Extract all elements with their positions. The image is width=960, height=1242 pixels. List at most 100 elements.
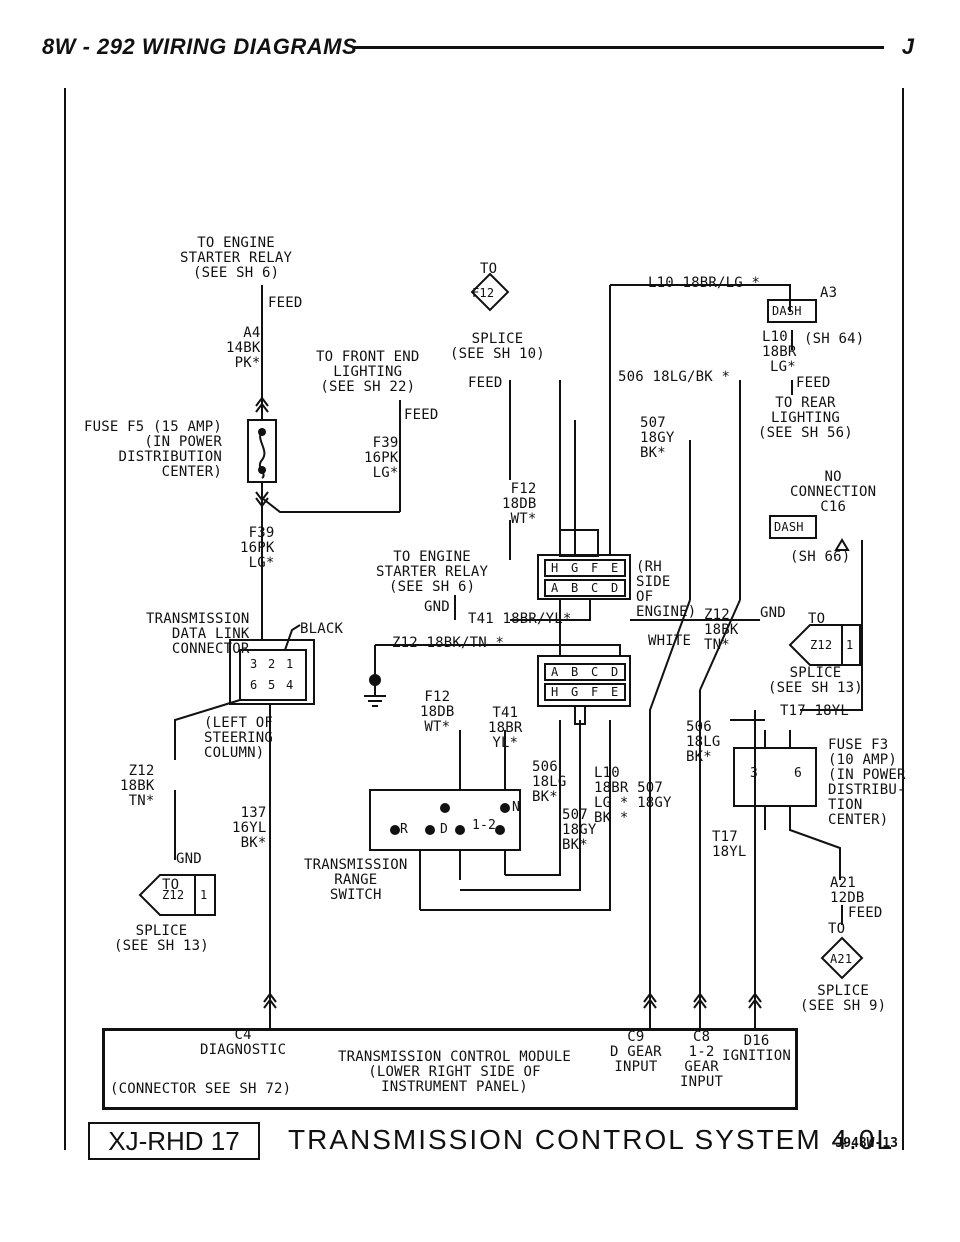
page-header: 8W - 292 WIRING DIAGRAMS J — [42, 30, 914, 64]
wire-f12-label: F12 18DB WT* — [502, 481, 537, 527]
diagram-code-badge: XJ-RHD 17 — [88, 1122, 260, 1160]
feed-label-a21: FEED — [848, 905, 883, 921]
conn-top-pin-e: E — [611, 561, 619, 575]
wire-a21-label: A21 12DB — [830, 875, 865, 906]
wire-f39-label-top: F39 16PK LG* — [364, 435, 399, 481]
conn-mid-pin-b: B — [571, 665, 579, 679]
wire-l10-sh64-label: L10 18BR — [762, 329, 797, 360]
wire-l10-top-label: L10 18BR/LG * — [648, 275, 761, 291]
tdl-pin-4: 4 — [286, 678, 294, 692]
wire-a4-label: A4 14BK PK* — [226, 325, 261, 371]
conn-mid-pin-d: D — [611, 665, 619, 679]
module-c4-diagnostic: C4 DIAGNOSTIC — [200, 1027, 287, 1058]
no-connection-c16: NO CONNECTION C16 — [790, 469, 877, 515]
tdl-pin-6: 6 — [250, 678, 258, 692]
to-label-f12: TO — [480, 261, 498, 277]
feed-label-rear: FEED — [796, 375, 831, 391]
wire-t41-label: T41 18BR/YL* — [468, 611, 572, 627]
page-footer: XJ-RHD 17 TRANSMISSION CONTROL SYSTEM 4.… — [88, 1122, 898, 1162]
module-title: TRANSMISSION CONTROL MODULE (LOWER RIGHT… — [338, 1049, 571, 1095]
module-d16-ignition: D16 IGNITION — [722, 1033, 792, 1064]
to-front-end-lighting: TO FRONT END LIGHTING (SEE SH 22) — [316, 349, 420, 395]
conn-top-pin-h: H — [551, 561, 559, 575]
tdl-pin-1: 1 — [286, 657, 294, 671]
diagram-frame — [64, 88, 904, 1150]
conn-top-pin-f: F — [591, 561, 599, 575]
wire-507-top-label: 507 18GY BK* — [640, 415, 675, 461]
wire-506-mid-label: 506 18LG BK* — [532, 759, 567, 805]
header-rule — [354, 46, 884, 49]
to-label-left: TO — [162, 877, 180, 893]
dash-c16-label: DASH — [774, 520, 804, 534]
section-letter: J — [901, 34, 914, 59]
feed-label-a4: FEED — [268, 295, 303, 311]
fuse-f3-label: FUSE F3 (10 AMP) (IN POWER DISTRIBU- TIO… — [828, 737, 906, 828]
wire-f12-bottom-label: F12 18DB WT* — [420, 689, 455, 735]
feed-label-f12: FEED — [468, 375, 503, 391]
lg-star-label: LG* — [770, 359, 796, 375]
transmission-data-link-connector: TRANSMISSION DATA LINK CONNECTOR — [146, 611, 250, 657]
transmission-range-switch-label: TRANSMISSION RANGE SWITCH — [304, 857, 408, 903]
rh-side-of-engine: (RH SIDE OF ENGINE) — [636, 559, 697, 620]
to-engine-starter-relay-mid: TO ENGINE STARTER RELAY (SEE SH 6) — [376, 549, 489, 595]
splice-sh13-right: SPLICE (SEE SH 13) — [768, 665, 863, 696]
conn-mid-pin-a: A — [551, 665, 559, 679]
gnd-right-label: GND — [760, 605, 786, 621]
tdl-pin-2: 2 — [268, 657, 276, 671]
switch-pos-n: N — [512, 800, 521, 815]
to-engine-starter-relay-top: TO ENGINE STARTER RELAY (SEE SH 6) — [180, 235, 293, 281]
tdl-pin-5: 5 — [268, 678, 276, 692]
wire-z12-right-label: Z12 18BK TN* — [704, 607, 739, 653]
fuse-f3-pin-3: 3 — [750, 766, 759, 781]
splice-sh9-label: SPLICE (SEE SH 9) — [800, 983, 887, 1014]
conn-top-pin-c: C — [591, 581, 599, 595]
transmission-control-module — [102, 1028, 798, 1110]
wire-137-label: 137 16YL BK* — [232, 805, 267, 851]
conn-mid-pin-e: E — [611, 685, 619, 699]
diagram-title: TRANSMISSION CONTROL SYSTEM 4.0L — [288, 1124, 894, 1155]
tdl-pin-3: 3 — [250, 657, 258, 671]
z12-splice-right-num: 1 — [846, 638, 854, 652]
z12-splice-left-num: 1 — [200, 888, 208, 902]
wire-z12-left-label: Z12 18BK TN* — [120, 763, 155, 809]
wire-506-right-label: 506 18LG BK* — [686, 719, 721, 765]
wire-t41-bottom-label: T41 18BR YL* — [488, 705, 523, 751]
a21-splice-triangle: A21 — [830, 952, 853, 966]
splice-sh10-label: SPLICE (SEE SH 10) — [450, 331, 545, 362]
to-label-right: TO — [808, 611, 826, 627]
wire-t17-mid-label: T17 18YL — [712, 829, 747, 860]
page-number-title: 8W - 292 WIRING DIAGRAMS — [42, 34, 358, 59]
feed-label-f39: FEED — [404, 407, 439, 423]
conn-top-pin-d: D — [611, 581, 619, 595]
switch-pos-r: R — [400, 822, 409, 837]
module-connector-note: (CONNECTOR SEE SH 72) — [110, 1081, 292, 1097]
left-of-steering-column: (LEFT OF STEERING COLUMN) — [204, 715, 274, 761]
wire-f39-label-bottom: F39 16PK LG* — [240, 525, 275, 571]
switch-pos-1-2: 1-2 — [472, 818, 497, 833]
fuse-f3-pin-6: 6 — [794, 766, 803, 781]
wire-t17-top-label: T17 18YL — [780, 703, 850, 719]
z12-splice-left: Z12 — [162, 888, 185, 902]
black-connector-label: BLACK — [300, 621, 344, 637]
sh64-ref: (SH 64) — [804, 331, 865, 347]
wire-z12-mid-label: Z12 18BK/TN * — [392, 635, 505, 651]
connector-a3-label: A3 — [820, 285, 838, 301]
conn-mid-pin-g: G — [571, 685, 579, 699]
wire-506-top-label: 506 18LG/BK * — [618, 369, 731, 385]
conn-mid-pin-c: C — [591, 665, 599, 679]
white-connector-label: WHITE — [648, 633, 692, 649]
to-label-a21: TO — [828, 921, 846, 937]
module-c8-1-2-gear-input: C8 1-2 GEAR INPUT — [680, 1029, 724, 1090]
figure-reference: J948W-13 — [835, 1136, 898, 1151]
wire-l10-507-mid-label: L10 18BR 507 LG * 18GY BK * — [594, 765, 672, 826]
sh66-ref: (SH 66) — [790, 549, 851, 565]
f12-splice-triangle: F12 — [472, 286, 495, 300]
wire-507-mid-label: 507 18GY BK* — [562, 807, 597, 853]
switch-pos-d: D — [440, 822, 449, 837]
conn-top-pin-g: G — [571, 561, 579, 575]
conn-mid-pin-f: F — [591, 685, 599, 699]
splice-sh13-left: SPLICE (SEE SH 13) — [114, 923, 209, 954]
to-rear-lighting: TO REAR LIGHTING (SEE SH 56) — [758, 395, 853, 441]
z12-splice-right: Z12 — [810, 638, 833, 652]
